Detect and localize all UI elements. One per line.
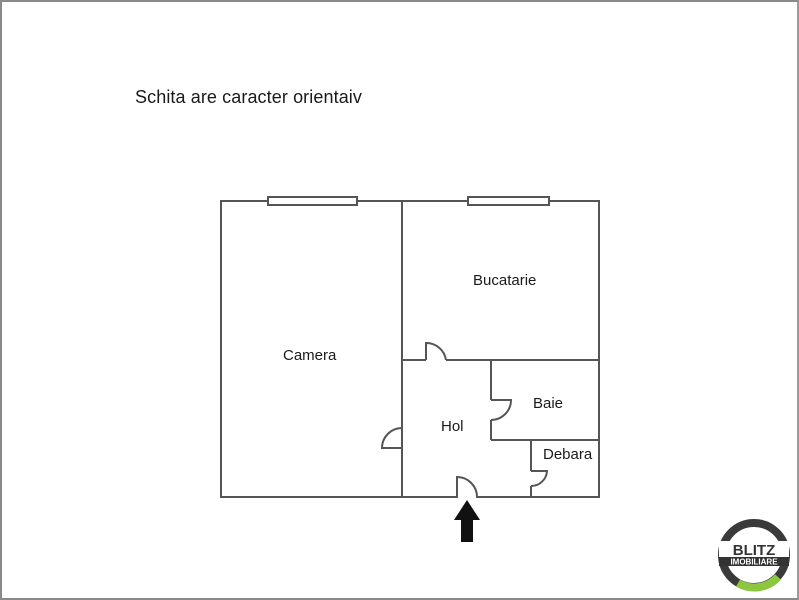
room-label-debara: Debara bbox=[543, 446, 593, 463]
door-debara bbox=[530, 470, 549, 488]
room-label-camera: Camera bbox=[283, 347, 337, 364]
disclaimer-note: Schita are caracter orientaiv bbox=[135, 87, 363, 107]
room-label-bucatarie: Bucatarie bbox=[473, 272, 537, 289]
logo-text-blitz: BLITZ bbox=[733, 542, 776, 559]
blitz-logo: BLITZ IMOBILIARE bbox=[718, 519, 790, 592]
door-bucatarie bbox=[425, 341, 447, 361]
window-camera bbox=[267, 196, 358, 206]
logo-text-imobiliare: IMOBILIARE bbox=[730, 558, 778, 567]
room-label-baie: Baie bbox=[533, 395, 564, 412]
door-baie bbox=[490, 399, 513, 421]
door-camera bbox=[380, 427, 403, 449]
window-bucatarie bbox=[467, 196, 550, 206]
entrance-arrow-icon bbox=[454, 500, 480, 542]
room-label-hol: Hol bbox=[441, 418, 464, 435]
door-entrance bbox=[456, 475, 478, 498]
